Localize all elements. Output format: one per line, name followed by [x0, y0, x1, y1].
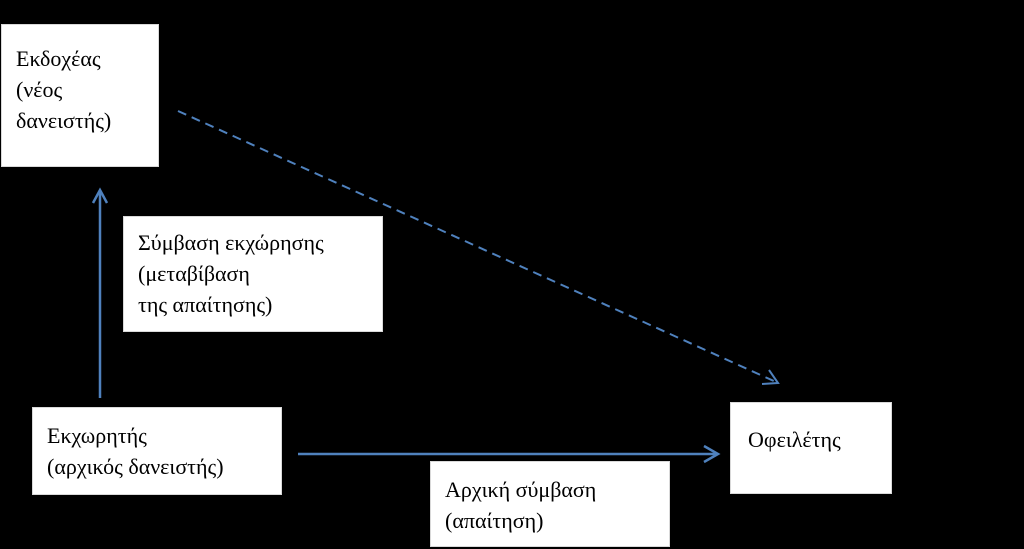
arrow-assignor-to-debtor	[298, 444, 721, 464]
debtor-box: Οφειλέτης	[730, 402, 892, 494]
assignment-contract-box: Σύμβαση εκχώρησης (μεταβίβαση της απαίτη…	[123, 216, 383, 332]
arrow-assignee-to-debtor-dashed	[177, 110, 780, 385]
original-contract-box: Αρχική σύμβαση (απαίτηση)	[430, 461, 670, 547]
assignor-box: Εκχωρητής (αρχικός δανειστής)	[32, 407, 282, 495]
assignee-box: Εκδοχέας (νέος δανειστής)	[1, 24, 159, 167]
arrow-assignor-to-assignee	[91, 187, 109, 398]
